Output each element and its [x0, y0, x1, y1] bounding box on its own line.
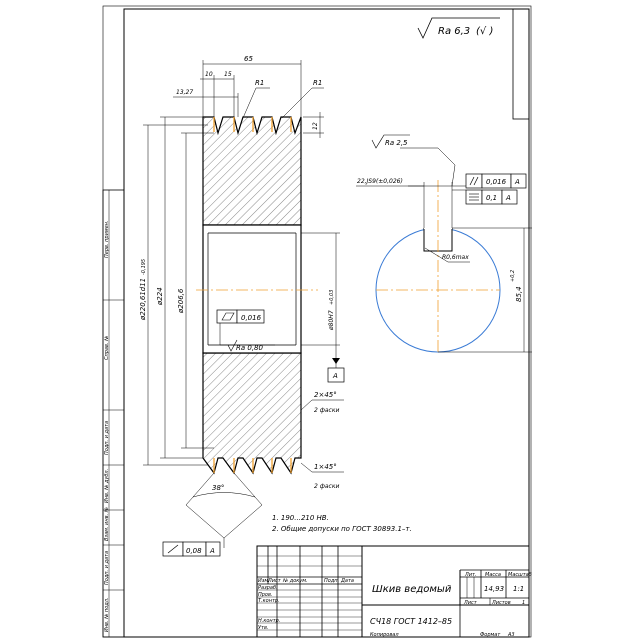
tb-sign: Подп. — [324, 578, 339, 584]
title-block-texts: Изм. Лист № докум. Подп. Дата Разраб. Пр… — [258, 572, 532, 638]
stamp-inv-podl: Инв. № подл. — [104, 598, 110, 633]
tb-date: Дата — [340, 578, 354, 584]
tb-sheets: 1 — [522, 600, 525, 606]
datum-a-label: A — [332, 372, 338, 380]
pulley-dimensions — [143, 60, 344, 548]
dim-65: 65 — [244, 55, 253, 63]
side-stamp-column: Перв. примен. Справ. № Подп. и дата Инв.… — [102, 189, 125, 638]
dim-220: ø220,61d11 — [139, 278, 147, 321]
tb-scale-label: Масштаб — [508, 572, 532, 578]
tb-nkontr: Н.контр. — [258, 618, 280, 624]
tb-scale: 1:1 — [513, 585, 524, 593]
flatness-value: 0,016 — [241, 314, 262, 322]
runout-base: A — [209, 547, 215, 555]
dim-15: 15 — [224, 71, 232, 78]
chamfer-2-note: 2 фаски — [314, 483, 339, 490]
keyway-ra: Ra 2,5 — [385, 139, 408, 147]
keyway-tol-frames: 0,016 A 0,1 A — [465, 173, 527, 205]
dim-224: ø224 — [156, 287, 164, 306]
parallel-value: 0,016 — [486, 178, 507, 186]
datum-a-bore: A — [327, 358, 345, 383]
symmetry-value: 0,1 — [486, 194, 497, 202]
dim-r1-b: R1 — [313, 79, 322, 87]
stamp-sprav: Справ. № — [104, 336, 110, 360]
dim-12: 12 — [312, 122, 319, 130]
part-name: Шкив ведомый — [372, 584, 452, 595]
tb-mass: 14,93 — [484, 585, 504, 593]
runout-value: 0,08 — [186, 547, 202, 555]
keyway-view — [375, 180, 501, 355]
tb-format-value: A3 — [507, 632, 515, 638]
chamfer-2: 1×45° — [314, 463, 337, 471]
technical-notes: 1. 190...210 HB. 2. Общие допуски по ГОС… — [272, 514, 412, 533]
keyway-radius: R0,6max — [442, 254, 469, 261]
title-block — [256, 545, 530, 638]
tb-list: Лист — [267, 578, 282, 584]
keyway-depth-tol: +0,2 — [510, 270, 516, 282]
tb-utv: Утв. — [258, 625, 269, 631]
part-material: СЧ18 ГОСТ 1412–85 — [370, 617, 452, 626]
keyway-depth: 85,4 — [515, 286, 523, 302]
runout-frame: 0,08 A — [162, 541, 221, 557]
roughness-general: Ra 6,3 (√ ) — [417, 17, 500, 39]
dim-r1-a: R1 — [255, 79, 264, 87]
dim-206-6: ø206,6 — [177, 288, 185, 314]
angle-38: 38° — [212, 484, 224, 492]
tb-format-label: Формат — [480, 632, 501, 638]
note-1: 1. 190...210 HB. — [272, 514, 329, 522]
stamp-podp-data-2: Подп. и дата — [104, 551, 110, 585]
keyway-texts: Ra 2,5 22,JS9(±0,026) R0,6max 85,4 +0,2 — [357, 134, 523, 302]
stamp-perv: Перв. примен. — [104, 220, 110, 258]
tb-izm: Изм. — [258, 578, 270, 584]
tb-sheet-label: Лист — [463, 600, 478, 606]
tb-copied: Копировал — [370, 632, 399, 638]
dim-80-tol: +0,03 — [329, 290, 335, 305]
tb-tkontr: Т.контр. — [258, 598, 280, 604]
roughness-value: Ra 6,3 — [438, 26, 470, 37]
note-2: 2. Общие допуски по ГОСТ 30893.1–т. — [272, 525, 412, 533]
top-right-box — [512, 8, 530, 120]
stamp-podp-data-1: Подп. и дата — [104, 421, 110, 455]
tb-prov: Пров. — [258, 592, 273, 598]
stamp-inv-dubl: Инв. № дубл. — [104, 469, 110, 503]
flatness-frame: 0,016 — [216, 309, 265, 324]
tb-razrab: Разраб. — [258, 585, 278, 591]
parallel-base: A — [514, 178, 520, 186]
stamp-vzam-inv: Взам. инв. № — [104, 507, 110, 541]
chamfer-1: 2×45° — [314, 391, 337, 399]
pulley-section — [196, 116, 318, 475]
keyway-width: 22,JS9(±0,026) — [357, 178, 403, 185]
tb-lit-label: Лит. — [464, 572, 477, 578]
dim-80: ø80H7 — [328, 310, 335, 331]
dim-10: 10 — [205, 71, 213, 78]
tb-sheets-label: Листов — [491, 600, 511, 606]
roughness-extra: (√ ) — [476, 26, 493, 37]
tb-docnum: № докум. — [282, 578, 308, 584]
keyway-dimensions — [356, 147, 532, 353]
chamfer-1-note: 2 фаски — [314, 407, 339, 414]
symmetry-base: A — [505, 194, 511, 202]
pulley-dim-texts: 65 10 15 13,27 R1 R1 12 ø220,61d11 -0,19… — [139, 55, 339, 492]
dim-13-27: 13,27 — [176, 89, 193, 96]
tb-mass-label: Масса — [485, 572, 501, 578]
ra-080: Ra 0,80 — [236, 344, 264, 352]
dim-220-tol: -0,195 — [141, 259, 147, 275]
